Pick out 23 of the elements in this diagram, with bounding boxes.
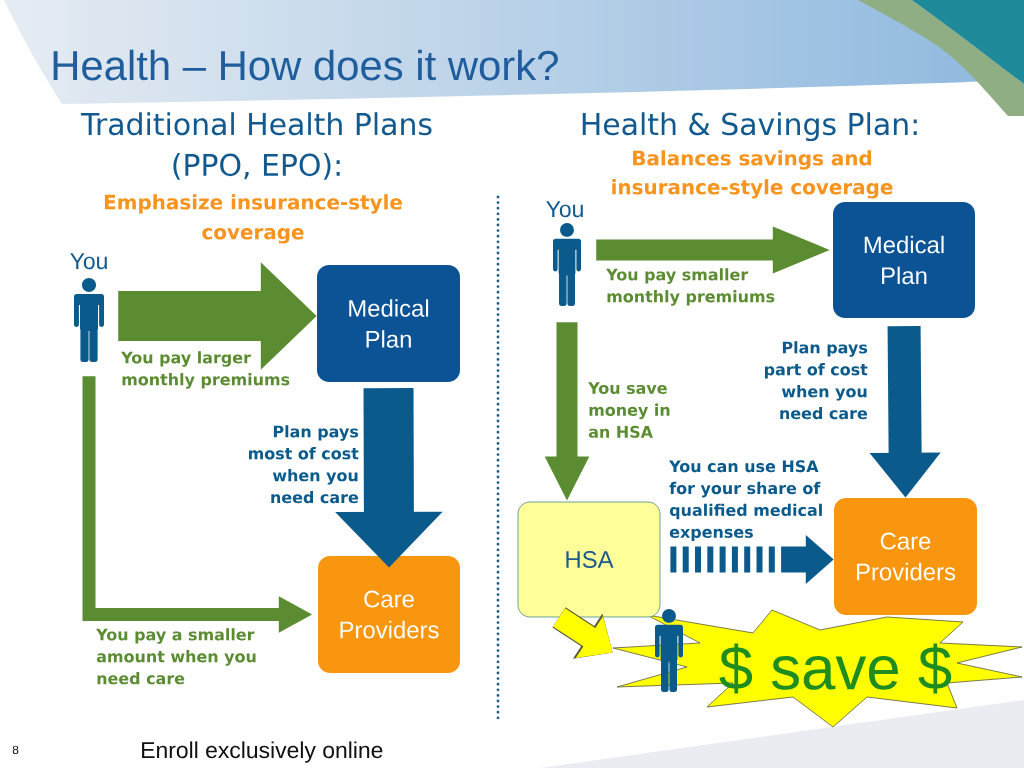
edge-label: Plan pays part of cost when you need care — [765, 341, 868, 420]
edge-label: You pay larger monthly premiums — [121, 351, 290, 389]
column-subtitle: Emphasize insurance-style coverage — [104, 194, 402, 244]
footer-note: Enroll exclusively online — [142, 741, 383, 763]
rounded-box: Medical Plan — [833, 202, 975, 318]
edge-label: You pay a smaller amount when you need care — [96, 628, 256, 685]
rounded-box: Care Providers — [834, 498, 977, 615]
person-icon — [74, 278, 104, 362]
column-heading: Traditional Health Plans (PPO, EPO): — [80, 112, 432, 180]
slide-title: Health – How does it work? — [53, 49, 558, 81]
edge-label: You pay smaller monthly premiums — [606, 268, 775, 306]
node-caption: You — [70, 253, 107, 270]
edge-label: You save money in an HSA — [588, 382, 670, 438]
rounded-box: Medical Plan — [317, 265, 460, 382]
person-icon — [553, 223, 581, 306]
page-number: 8 — [12, 745, 19, 755]
node-caption: You — [546, 201, 583, 218]
column-heading: Health & Savings Plan: — [582, 112, 917, 142]
edge-label: Plan pays most of cost when you need care — [248, 425, 359, 504]
rounded-box: HSA — [517, 501, 661, 618]
rounded-box: Care Providers — [318, 556, 460, 673]
edge-label: You can use HSA for your share of qualified medical expenses — [669, 460, 822, 542]
column-subtitle: Balances savings and insurance-style coverage — [612, 150, 893, 199]
